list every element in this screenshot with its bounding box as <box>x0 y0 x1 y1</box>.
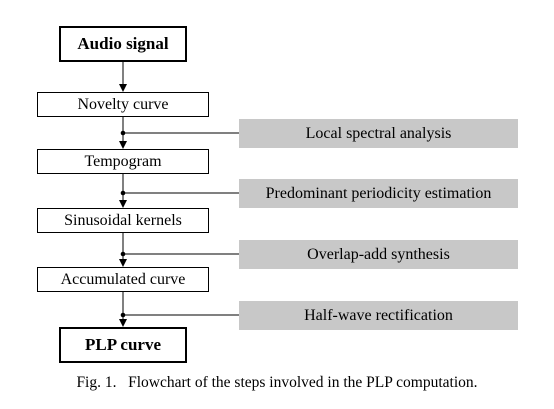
step-half-wave-rectification: Half-wave rectification <box>239 301 518 330</box>
junction-dot-1 <box>120 130 126 136</box>
node-tempogram: Tempogram <box>37 149 209 174</box>
step-overlap-add-synthesis: Overlap-add synthesis <box>239 240 518 269</box>
junction-dot-3 <box>120 251 126 257</box>
junction-dot-4 <box>120 312 126 318</box>
node-plp-curve: PLP curve <box>59 327 187 363</box>
step-predominant-periodicity-estimation: Predominant periodicity estimation <box>239 179 518 208</box>
node-novelty-curve: Novelty curve <box>37 92 209 117</box>
step-local-spectral-analysis: Local spectral analysis <box>239 119 518 148</box>
node-audio-signal: Audio signal <box>59 26 187 62</box>
junction-dot-2 <box>120 190 126 196</box>
node-sinusoidal-kernels: Sinusoidal kernels <box>37 208 209 233</box>
figure-caption: Fig. 1. Flowchart of the steps involved … <box>76 374 478 391</box>
node-accumulated-curve: Accumulated curve <box>37 267 209 292</box>
